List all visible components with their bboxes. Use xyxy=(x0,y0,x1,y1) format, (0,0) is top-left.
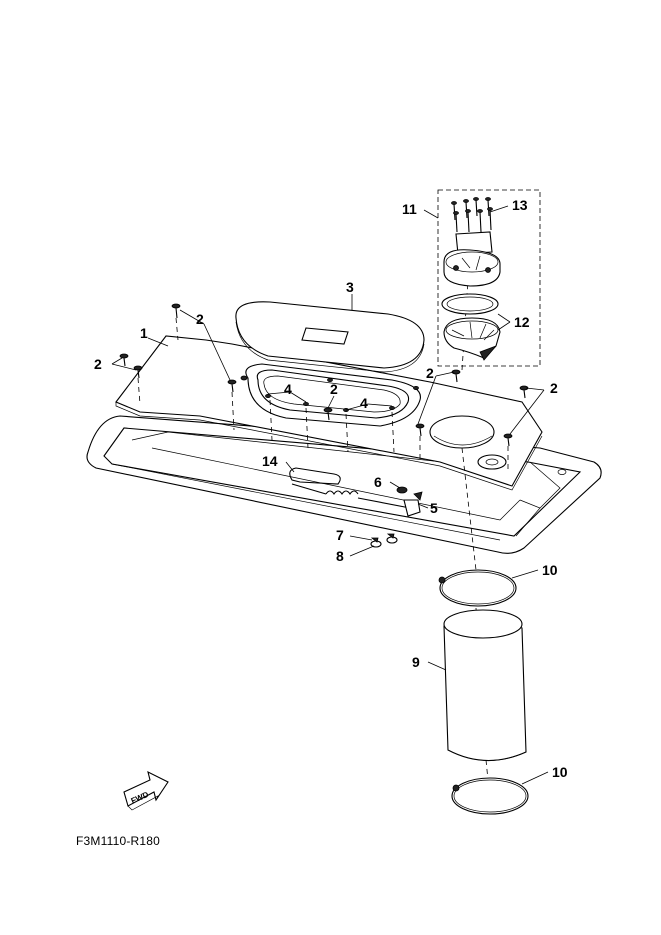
callout-labels: 1 2 2 2 2 2 3 4 4 5 6 7 8 9 10 10 11 12 … xyxy=(94,197,568,780)
leader-lines xyxy=(111,205,549,785)
callout-13: 13 xyxy=(512,197,528,213)
fwd-arrow: FWD xyxy=(123,770,169,811)
hose-clamp-upper xyxy=(438,569,517,607)
callout-2: 2 xyxy=(94,356,102,372)
callout-10: 10 xyxy=(542,562,558,578)
callout-10: 10 xyxy=(552,764,568,780)
cable-assembly xyxy=(289,467,423,548)
hose-clamp-lower xyxy=(451,777,529,815)
callout-5: 5 xyxy=(430,500,438,516)
callout-9: 9 xyxy=(412,654,420,670)
tube xyxy=(443,609,527,762)
callout-4: 4 xyxy=(284,381,292,397)
callout-2: 2 xyxy=(330,381,338,397)
hatch-rim xyxy=(245,363,421,427)
hatch-cover xyxy=(235,301,425,373)
screws xyxy=(119,303,529,447)
pump-assembly xyxy=(441,197,501,361)
callout-12: 12 xyxy=(514,314,530,330)
callout-2: 2 xyxy=(550,380,558,396)
callout-3: 3 xyxy=(346,279,354,295)
callout-7: 7 xyxy=(336,527,344,543)
callout-1: 1 xyxy=(140,325,148,341)
callout-11: 11 xyxy=(402,201,417,217)
pump-assembly-box xyxy=(437,189,541,367)
figure-code: F3M1110-R180 xyxy=(76,834,160,848)
callout-14: 14 xyxy=(262,453,278,469)
callout-4: 4 xyxy=(360,395,368,411)
callout-8: 8 xyxy=(336,548,344,564)
callout-6: 6 xyxy=(374,474,382,490)
callout-2: 2 xyxy=(426,365,434,381)
callout-2: 2 xyxy=(196,311,204,327)
